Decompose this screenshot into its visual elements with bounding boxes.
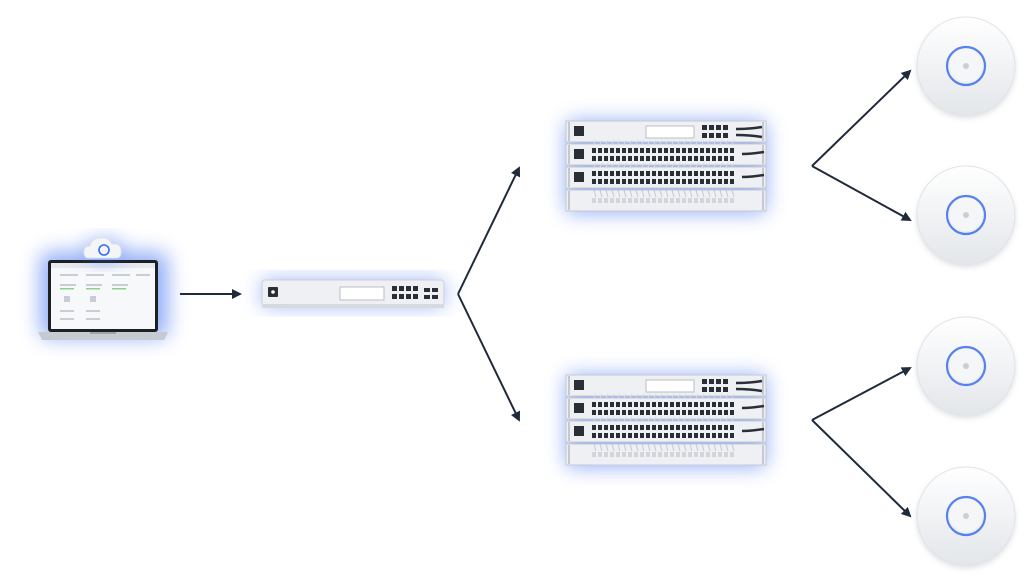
arrow-switch-top-to-ap-2 [811, 165, 912, 221]
switch-stack-icon [565, 120, 767, 213]
access-point-icon [916, 466, 1016, 568]
access-point-icon [916, 165, 1016, 267]
arrow-gateway-to-switch-stack-top [457, 166, 521, 295]
cloud-icon [83, 237, 124, 262]
arrow-gateway-to-switch-stack-bottom [457, 293, 521, 422]
rack-gateway-icon [261, 279, 445, 308]
arrow-switch-bottom-to-ap-4 [811, 419, 912, 518]
arrow-switch-bottom-to-ap-3 [811, 367, 912, 421]
connection-arrows [180, 69, 912, 518]
access-point-icon [916, 316, 1016, 418]
access-point-icon [916, 16, 1016, 118]
arrow-switch-top-to-ap-1 [811, 69, 912, 167]
switch-stack-icon [565, 374, 767, 467]
laptop-cloud-icon [38, 237, 168, 340]
